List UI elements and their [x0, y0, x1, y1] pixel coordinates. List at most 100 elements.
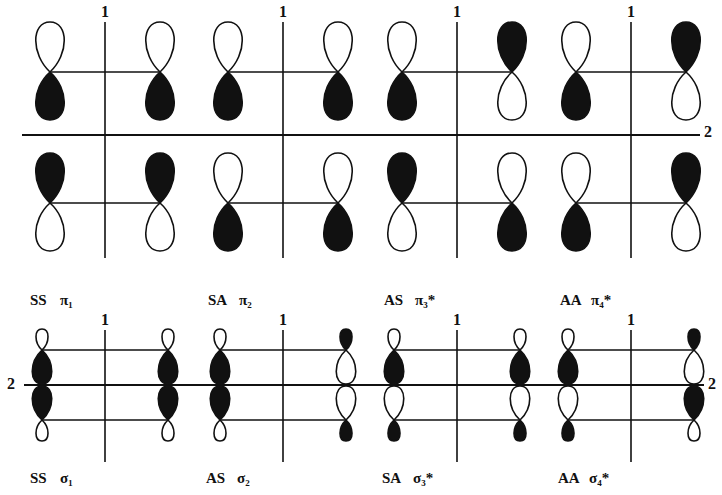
bond-line: [402, 202, 512, 204]
orbital-lobe: [214, 22, 243, 72]
orbital-label: σ₂: [237, 470, 250, 486]
orbital-lobe: [162, 420, 174, 441]
bond-line: [228, 71, 338, 73]
orbital-lobe: [562, 329, 574, 350]
orbital-label: SS: [30, 470, 47, 486]
bond-line: [42, 349, 168, 351]
symmetry-plane-1: [630, 22, 632, 258]
orbital-lobe: [214, 420, 226, 441]
orbital-lobe: [562, 22, 591, 72]
orbital-lobe: [558, 386, 578, 420]
orbital-lobe: [388, 72, 417, 120]
orbital-lobe: [214, 72, 243, 120]
orbital-lobe: [324, 72, 353, 120]
symmetry-plane-1: [456, 22, 458, 258]
orbital-lobe: [146, 153, 175, 203]
orbital-label: π₄*: [591, 292, 611, 308]
orbital-lobe: [146, 22, 175, 72]
orbital-lobe: [36, 22, 65, 72]
orbital-lobe: [146, 203, 175, 251]
orbital-lobe: [146, 72, 175, 120]
orbital-lobe: [388, 22, 417, 72]
orbital-label: SA: [382, 470, 401, 486]
orbital-lobe: [672, 72, 701, 120]
axis-label: 1: [279, 312, 287, 328]
bond-line: [576, 202, 686, 204]
bond-line: [220, 419, 346, 421]
orbital-label: σ₁: [60, 470, 73, 486]
orbital-lobe: [562, 72, 591, 120]
orbital-lobe: [558, 350, 578, 384]
orbital-label: AA: [560, 292, 582, 308]
symmetry-plane-2: [24, 384, 704, 386]
orbital-lobe: [688, 420, 700, 441]
orbital-lobe: [562, 420, 574, 441]
orbital-lobe: [498, 72, 527, 120]
orbital-lobe: [32, 350, 52, 384]
orbital-lobe: [162, 329, 174, 350]
orbital-lobe: [684, 386, 704, 420]
orbital-label: π₃*: [415, 292, 435, 308]
orbital-lobe: [32, 386, 52, 420]
bond-line: [50, 202, 160, 204]
symmetry-plane-1: [282, 22, 284, 258]
orbital-lobe: [388, 420, 400, 441]
axis-label: 1: [627, 4, 635, 20]
bond-line: [42, 419, 168, 421]
orbital-lobe: [36, 153, 65, 203]
orbital-lobe: [498, 203, 527, 251]
orbital-lobe: [388, 329, 400, 350]
axis-label: 1: [101, 4, 109, 20]
orbital-label: σ₄*: [589, 470, 609, 486]
orbital-label: σ₃*: [413, 470, 433, 486]
orbital-lobe: [514, 420, 526, 441]
orbital-label: SA: [208, 292, 227, 308]
orbital-lobe: [384, 350, 404, 384]
orbital-lobe: [562, 203, 591, 251]
orbital-lobe: [672, 153, 701, 203]
orbital-lobe: [688, 329, 700, 350]
orbital-lobe: [158, 386, 178, 420]
orbital-lobe: [510, 350, 530, 384]
orbital-lobe: [324, 203, 353, 251]
orbital-lobe: [340, 420, 352, 441]
axis-label: 2: [704, 124, 712, 140]
bond-line: [394, 419, 520, 421]
orbital-label: AS: [384, 292, 403, 308]
bond-line: [568, 419, 694, 421]
orbital-lobe: [498, 22, 527, 72]
axis-label: 1: [627, 312, 635, 328]
orbital-label: π₁: [60, 292, 73, 308]
orbital-lobe: [562, 153, 591, 203]
axis-label: 1: [101, 312, 109, 328]
bond-line: [228, 202, 338, 204]
symmetry-plane-2: [22, 134, 700, 136]
orbital-lobe: [214, 329, 226, 350]
axis-label: 1: [453, 312, 461, 328]
orbital-lobe: [210, 386, 230, 420]
orbital-lobe: [36, 420, 48, 441]
bond-line: [50, 71, 160, 73]
orbital-lobe: [388, 153, 417, 203]
orbital-lobe: [672, 22, 701, 72]
orbital-lobe: [336, 386, 356, 420]
orbital-lobe: [684, 350, 704, 384]
orbital-lobe: [36, 329, 48, 350]
orbital-label: AA: [558, 470, 580, 486]
orbital-label: SS: [30, 292, 47, 308]
axis-label: 1: [453, 4, 461, 20]
axis-label: 2: [7, 376, 15, 392]
orbital-lobe: [36, 203, 65, 251]
orbital-lobe: [498, 153, 527, 203]
axis-label: 2: [708, 376, 716, 392]
orbital-lobe: [36, 72, 65, 120]
orbital-lobe: [210, 350, 230, 384]
orbital-label: π₂: [239, 292, 252, 308]
bond-line: [394, 349, 520, 351]
orbital-lobe: [672, 203, 701, 251]
symmetry-plane-1: [104, 22, 106, 258]
orbital-lobe: [214, 203, 243, 251]
orbital-lobe: [324, 153, 353, 203]
bond-line: [402, 71, 512, 73]
